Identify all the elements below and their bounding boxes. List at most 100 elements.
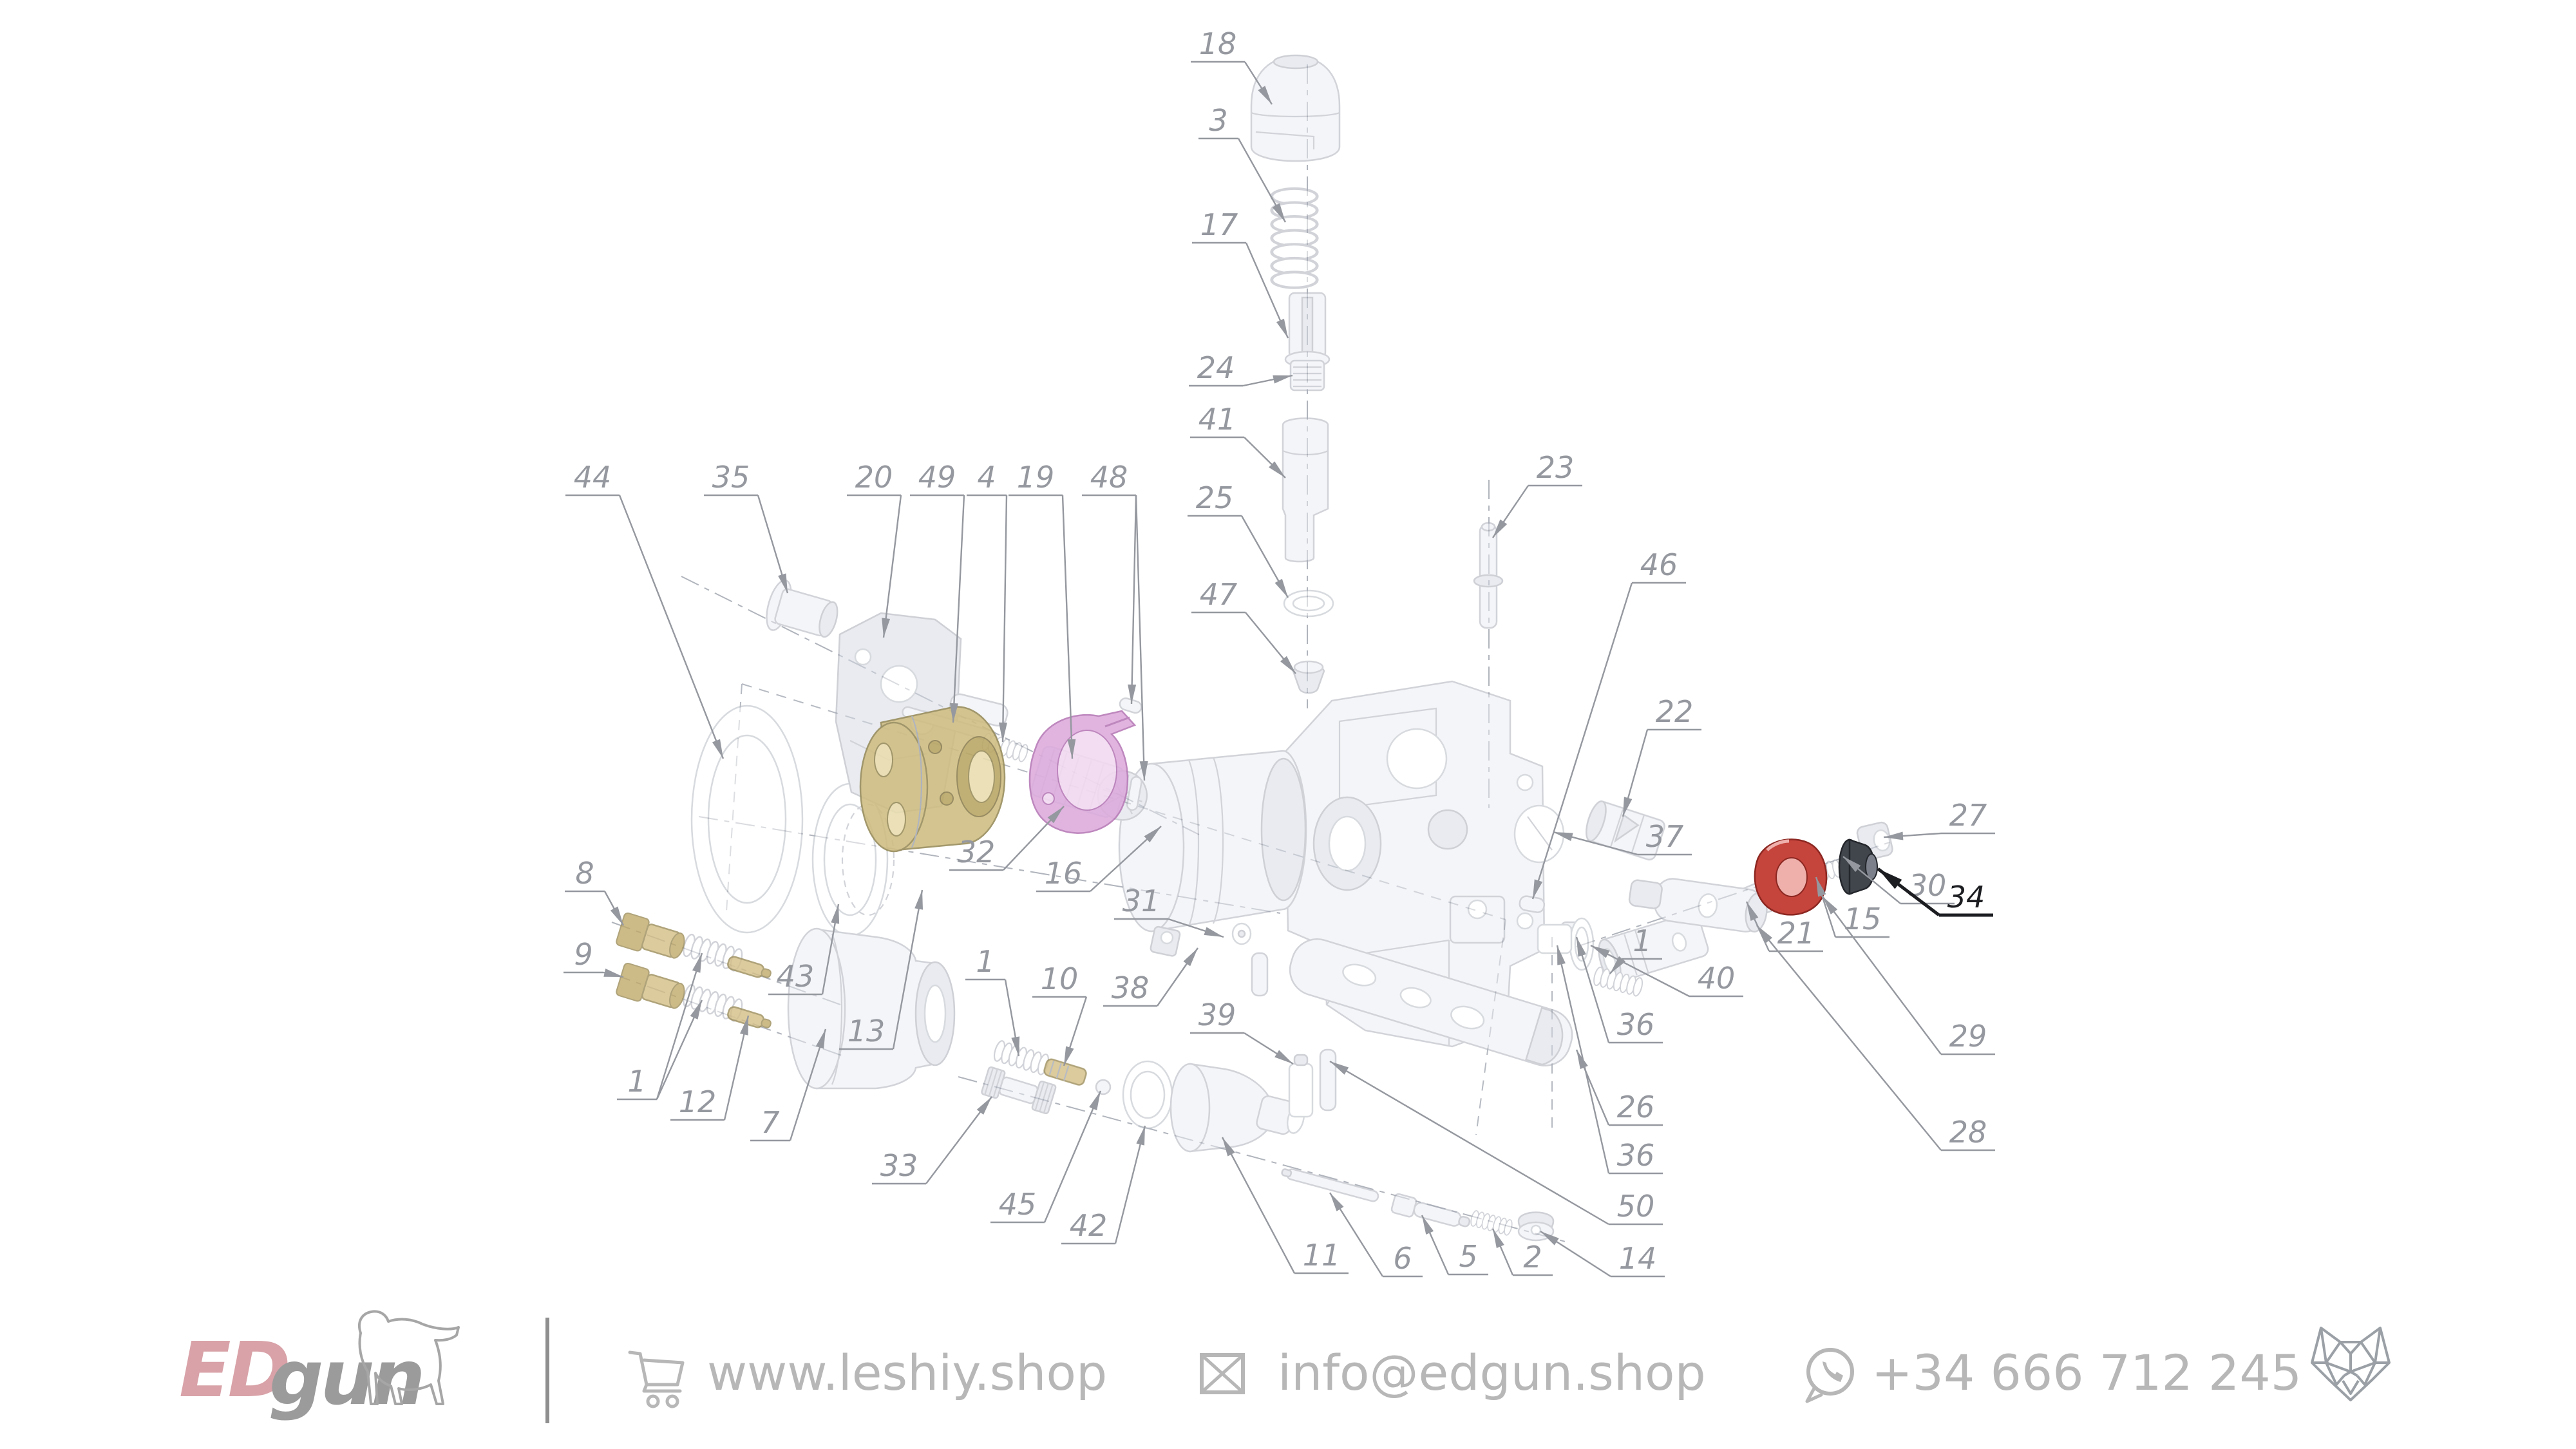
callout-label: 29: [1949, 1019, 1987, 1054]
callout-arrowhead: [1136, 1126, 1145, 1146]
callout-arrowhead: [1493, 1229, 1504, 1249]
part-lever-28: [1628, 878, 1768, 933]
callout-arrowhead: [1183, 948, 1198, 967]
phone-text[interactable]: +34 666 712 245: [1871, 1344, 2302, 1401]
callout-label: 50: [1617, 1189, 1655, 1224]
callout-label: 21: [1777, 916, 1815, 951]
callout-arrowhead: [1276, 318, 1288, 338]
part-bushing-35: [766, 579, 838, 638]
callout-leader: [1329, 1060, 1609, 1226]
callout-leader: [952, 495, 965, 723]
callout-label: 23: [1537, 450, 1575, 485]
callout-arrowhead: [1139, 761, 1148, 781]
dog-logo-icon: [358, 1310, 460, 1405]
callout-arrowhead: [1884, 831, 1904, 840]
callout-label: 42: [1070, 1208, 1108, 1243]
callout-leader: [1531, 582, 1633, 900]
callout-arrowhead: [1610, 956, 1626, 974]
callout-label: 33: [880, 1148, 918, 1183]
callout-label: 36: [1617, 1007, 1655, 1042]
part-pin-48b: [1126, 776, 1142, 811]
callout-label: 5: [1459, 1239, 1477, 1274]
part-plug-22: [1586, 800, 1665, 861]
callout-label: 15: [1844, 902, 1882, 936]
part-brass-screw-10: [1043, 1058, 1087, 1086]
callout-label: 1: [976, 944, 994, 979]
callout-label: 25: [1196, 480, 1234, 515]
callout-label: 3: [1209, 103, 1227, 138]
callout-arrowhead: [712, 739, 723, 759]
footer-link-website[interactable]: www.leshiy.shop: [628, 1344, 1107, 1408]
callout-label: 17: [1200, 207, 1238, 242]
part-oring-25: [1283, 589, 1334, 618]
callout-arrowhead: [1330, 1193, 1344, 1211]
callout-arrowhead: [882, 618, 891, 638]
callout-label: 37: [1646, 819, 1684, 854]
part-cap-37: [1513, 804, 1565, 864]
callout-label: 41: [1198, 402, 1236, 437]
logo-gun-text: gun: [269, 1333, 422, 1422]
exploded-view-drawing: 1831724412547443520494194823462227301521…: [564, 26, 1995, 1278]
footer-link-phone[interactable]: +34 666 712 245: [1805, 1344, 2302, 1403]
email-text[interactable]: info@edgun.shop: [1278, 1344, 1706, 1401]
callout-label: 38: [1112, 971, 1150, 1005]
callout-leader: [1114, 1125, 1146, 1244]
callout-arrowhead: [1273, 375, 1293, 384]
callout-arrowhead: [1204, 927, 1224, 937]
part-rod-6: [1281, 1168, 1379, 1202]
callout-arrowhead: [1067, 739, 1076, 759]
callout-arrowhead: [815, 1029, 826, 1049]
footer-link-email[interactable]: info@edgun.shop: [1200, 1344, 1706, 1401]
callout-label: 28: [1949, 1115, 1987, 1150]
callout-label: 9: [574, 937, 592, 972]
callout-arrowhead: [1540, 1231, 1559, 1245]
callout-arrowhead: [1422, 1215, 1434, 1235]
cart-icon: [628, 1350, 685, 1408]
callout-arrowhead: [1591, 945, 1610, 958]
logo-ed-text: ED: [179, 1325, 288, 1414]
callout-arrowhead: [1011, 1036, 1020, 1056]
part-spring-2: [1469, 1209, 1514, 1236]
callout-arrowhead: [610, 906, 623, 925]
part-spring-3: [1272, 189, 1317, 288]
callout-leader: [1556, 945, 1610, 1174]
callout-leader: [1221, 1137, 1296, 1274]
part-pin-39: [1251, 952, 1337, 1118]
callout-leader: [1130, 495, 1137, 705]
callout-label: 7: [761, 1105, 779, 1140]
part-piston-24: [1289, 359, 1325, 392]
part-oring-40: [1569, 917, 1595, 971]
callout-arrowhead: [739, 1016, 748, 1036]
callout-label: 14: [1619, 1241, 1657, 1276]
callout-label: 35: [712, 460, 750, 495]
callout-arrowhead: [1089, 1091, 1101, 1111]
callout-leader: [789, 1028, 827, 1141]
callout-arrowhead: [1843, 857, 1861, 873]
callout-arrowhead: [1553, 832, 1573, 842]
callout-label: 32: [958, 835, 996, 869]
part-piston-11: [1170, 1063, 1305, 1153]
callout-label: 36: [1617, 1138, 1655, 1173]
part-magazine-26: [1289, 938, 1573, 1066]
callout-label: 49: [918, 460, 956, 495]
callout-label: 6: [1393, 1241, 1412, 1276]
website-text[interactable]: www.leshiy.shop: [707, 1344, 1107, 1401]
callout-arrowhead: [831, 904, 840, 924]
callout-label: 2: [1523, 1240, 1542, 1274]
part-oring-42: [1122, 1060, 1173, 1130]
callout-arrowhead: [692, 953, 702, 973]
callout-arrowhead: [1823, 896, 1838, 914]
callout-label: 1: [1633, 923, 1651, 958]
callout-leader: [1043, 1090, 1102, 1223]
callout-label: 8: [575, 856, 594, 891]
callout-label: 40: [1698, 961, 1736, 996]
part-brass-fitting-8: [616, 912, 685, 959]
callout-arrowhead: [1878, 869, 1902, 889]
callout-arrowhead: [1747, 902, 1759, 922]
fox-logo-icon: [2311, 1327, 2391, 1401]
part-valve-guide-41: [1282, 417, 1329, 563]
part-poppet-47: [1292, 660, 1325, 694]
callout-label: 46: [1640, 547, 1678, 582]
